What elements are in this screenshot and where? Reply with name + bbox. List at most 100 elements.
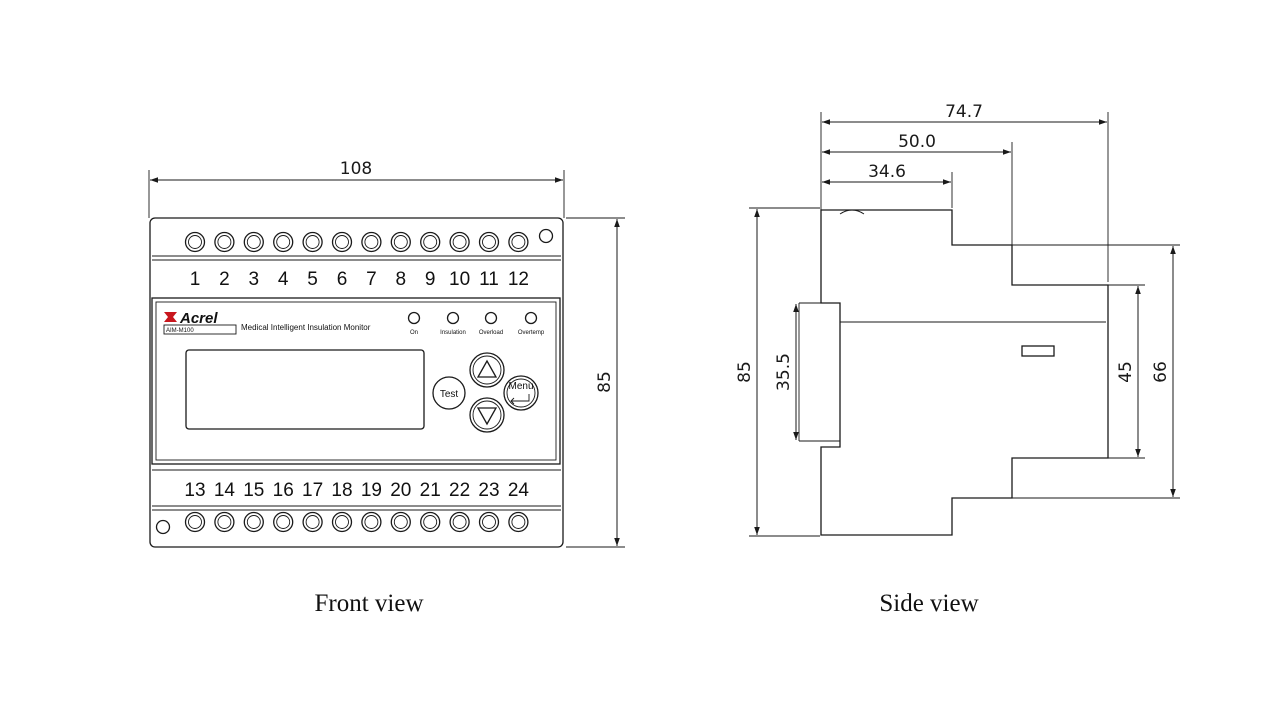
bottom-terminal-screw-inner-16 [276,515,291,529]
bottom-terminal-number: 19 [361,480,382,501]
top-terminal-screw-inner-10 [452,235,467,249]
rail-height-label: 35.5 [774,353,794,391]
top-terminal-screw-10 [449,231,470,253]
top-terminal-screw-3 [243,231,264,253]
side-height-label: 85 [735,361,755,383]
bottom-terminal-number: 21 [420,480,441,501]
top-terminal-screw-inner-1 [188,235,202,249]
top-terminal-number: 4 [278,269,289,290]
bottom-terminal-screw-inner-23 [482,515,496,529]
top-terminal-screw-9 [420,231,441,253]
lcd-display [185,349,425,430]
top-terminal-number: 5 [307,269,318,290]
bottom-terminal-screw-inner-20 [393,515,408,529]
bottom-terminal-screw-inner-15 [246,515,261,529]
test-button-label: Test [440,389,459,400]
bottom-terminal-screw-inner-14 [217,515,232,529]
enter-icon [510,394,530,405]
side-view-caption: Side view [879,590,978,617]
top-terminal-screw-inner-6 [335,235,349,249]
top-terminal-screw-8 [390,231,411,253]
top-terminal-screw-inner-11 [482,235,496,249]
bottom-terminal-screw-inner-13 [188,515,202,529]
led-on-label: On [410,330,418,336]
top-terminal-number: 3 [249,269,260,290]
front-depth-label: 34.6 [868,162,906,182]
bottom-terminal-number: 15 [243,480,264,501]
arrow-up-icon [476,359,498,378]
bottom-terminal-number: 24 [508,480,530,501]
bottom-terminal-screw-inner-24 [511,515,526,529]
front-panel [151,297,561,465]
side-depth-dimensions: 74.7 50.0 34.6 [820,102,1109,282]
top-terminal-number: 12 [508,269,529,290]
top-terminal-number: 2 [219,269,230,290]
led-overtemp [524,311,538,325]
menu-button: Menu [503,375,539,411]
top-terminal-screw-7 [361,231,382,253]
bottom-terminal-number: 17 [302,480,323,501]
bottom-terminal-screw-inner-19 [364,515,379,529]
brand-name: Acrel [179,310,218,327]
bottom-terminal-number: 23 [478,480,499,501]
bottom-terminal-number: 20 [390,480,411,501]
up-button [469,352,505,388]
led-overload-label: Overload [479,330,503,336]
led-indicators: On Insulation Overload Overtemp [407,311,545,336]
front-height-dimension: 85 [566,217,625,548]
bottom-terminal-screw-22 [449,511,470,533]
top-terminal-screw-1 [184,231,206,253]
bottom-terminal-number: 22 [449,480,470,501]
side-height-dimensions: 85 35.5 [735,207,820,537]
arrow-down-icon [476,407,498,426]
top-terminal-number: 10 [449,269,470,290]
front-height-label: 85 [595,371,615,393]
bottom-terminal-screw-13 [184,511,206,533]
bottom-terminal-number: 16 [273,480,294,501]
test-button: Test [432,376,466,410]
top-terminal-screw-6 [331,231,353,253]
bottom-terminal-screw-18 [331,511,353,533]
step-height-label: 66 [1151,361,1171,383]
top-terminal-screw-inner-4 [276,235,291,249]
product-name: Medical Intelligent Insulation Monitor [241,323,371,332]
bottom-terminal-screw-inner-18 [335,515,349,529]
bottom-terminal-number: 18 [331,480,352,501]
bottom-terminal-screw-17 [302,511,323,533]
top-terminal-row [184,231,529,253]
bottom-terminal-screw-16 [273,511,294,533]
bottom-terminal-screw-21 [420,511,441,533]
mounting-screw-bottom [155,519,171,535]
led-insulation [446,311,460,325]
top-terminal-number: 11 [479,269,499,290]
total-depth-label: 74.7 [945,102,983,122]
acrel-logo-icon [164,312,177,322]
mid-height-label: 45 [1116,361,1136,383]
model-number: AIM-M100 [166,328,194,334]
led-insulation-label: Insulation [440,330,466,336]
bottom-terminal-number: 14 [214,480,236,501]
side-right-dimensions: 45 66 [1012,244,1180,499]
menu-button-label: Menu [508,381,533,392]
top-terminal-screw-5 [302,231,323,253]
bottom-terminal-screw-14 [214,511,235,533]
bottom-terminal-number: 13 [184,480,205,501]
bottom-terminal-numbers: 13 14 15 16 17 18 19 20 21 22 23 24 [184,480,529,501]
top-terminal-screw-12 [508,231,529,253]
top-terminal-screw-inner-7 [364,235,379,249]
top-terminal-screw-inner-2 [217,235,232,249]
top-terminal-number: 1 [190,269,201,290]
bottom-terminal-screw-inner-22 [452,515,467,529]
top-terminal-screw-inner-3 [246,235,261,249]
mounting-screw-top [538,228,554,244]
device-housing [149,217,564,548]
bottom-terminal-screw-19 [361,511,382,533]
led-overtemp-label: Overtemp [518,330,545,336]
top-terminal-number: 7 [366,269,377,290]
din-clip-slot [1021,345,1055,357]
bottom-terminal-screw-inner-17 [305,515,320,529]
top-terminal-screw-inner-8 [393,235,408,249]
top-terminal-screw-inner-12 [511,235,526,249]
